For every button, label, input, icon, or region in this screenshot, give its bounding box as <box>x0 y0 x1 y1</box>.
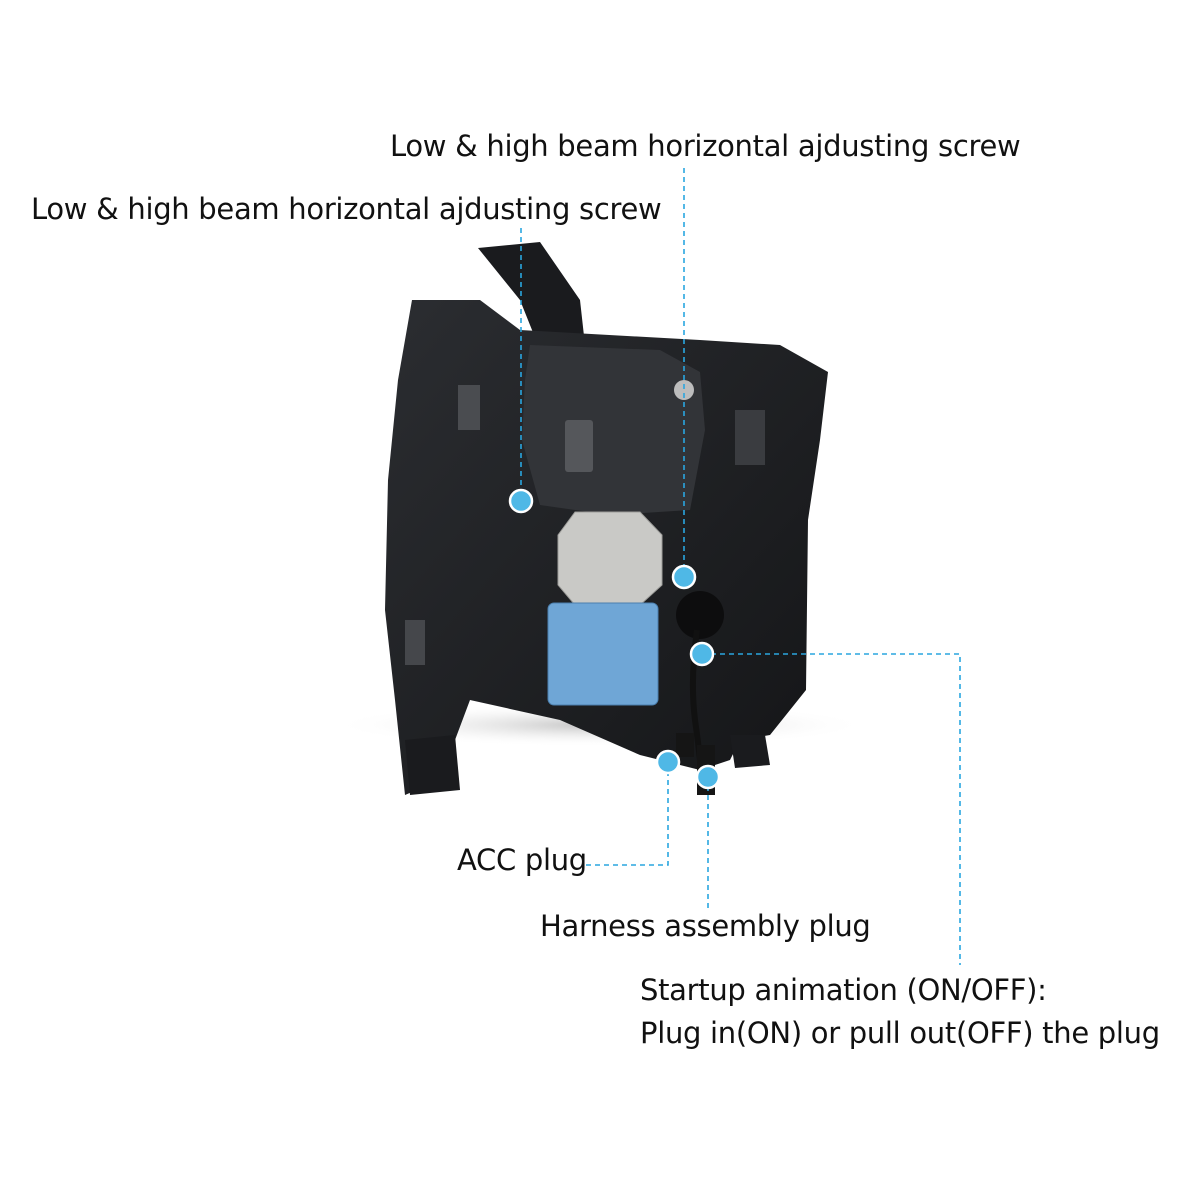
mount-tab <box>730 735 770 768</box>
acc-plug-connector <box>676 733 694 757</box>
label-harness-plug: Harness assembly plug <box>540 909 871 943</box>
mount-bracket-top <box>478 242 585 350</box>
leader-lines <box>520 168 961 965</box>
marker-dot-acc <box>655 749 681 775</box>
marker-dot-screw-right <box>671 564 697 590</box>
dust-cover <box>522 345 705 515</box>
wire-grommet <box>676 591 724 639</box>
housing-window <box>405 620 425 665</box>
label-screw-right: Low & high beam horizontal ajdusting scr… <box>390 129 1021 163</box>
adjusting-screw <box>674 380 694 400</box>
housing-window <box>735 410 765 465</box>
label-startup-line2: Plug in(ON) or pull out(OFF) the plug <box>640 1016 1160 1050</box>
marker-dot-screw-left <box>508 488 534 514</box>
marker-dot-harness <box>695 764 721 790</box>
driver-plate <box>557 511 663 606</box>
label-acc-plug: ACC plug <box>457 843 587 877</box>
ballast-module <box>547 602 659 706</box>
label-screw-left: Low & high beam horizontal ajdusting scr… <box>31 192 662 226</box>
leader-acc <box>586 762 669 866</box>
housing-window <box>458 385 480 430</box>
label-startup-line1: Startup animation (ON/OFF): <box>640 973 1047 1007</box>
cover-window <box>565 420 593 472</box>
leader-startup <box>702 653 961 965</box>
mount-bracket-bottom <box>405 735 460 795</box>
marker-dot-startup <box>689 641 715 667</box>
